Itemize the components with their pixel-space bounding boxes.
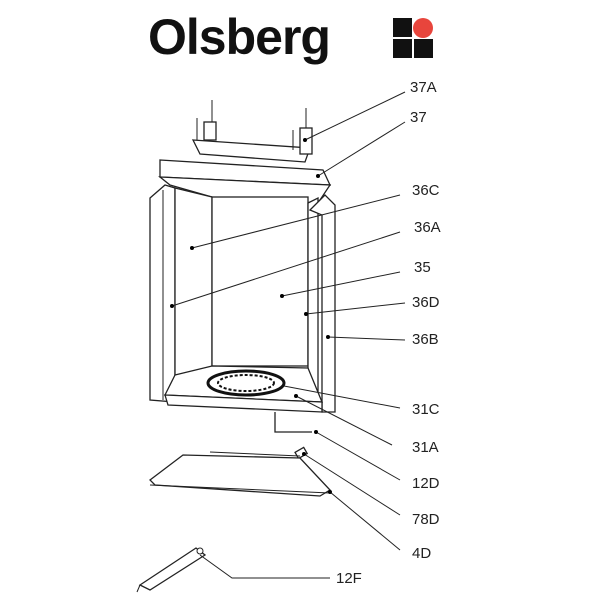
label-36b: 36B	[412, 331, 439, 348]
label-36d: 36D	[412, 294, 440, 311]
label-78d: 78D	[412, 511, 440, 528]
label-31c: 31C	[412, 401, 440, 418]
label-36a: 36A	[414, 219, 441, 236]
part-ashpan-78d	[149, 454, 332, 497]
brand-logo-icon	[393, 18, 433, 58]
label-4d: 4D	[412, 545, 431, 562]
label-12d: 12D	[412, 475, 440, 492]
part-grate	[206, 369, 286, 397]
label-35: 35	[414, 259, 431, 276]
label-37: 37	[410, 109, 427, 126]
part-riddler-rod-31a	[274, 412, 312, 433]
part-tool-12f	[136, 547, 207, 593]
part-side-36c	[174, 187, 213, 394]
label-36c: 36C	[412, 182, 440, 199]
leader-lines	[170, 91, 406, 579]
label-12f: 12F	[336, 570, 362, 587]
part-back-35	[211, 196, 309, 367]
brand-logo-text: Olsberg	[148, 9, 331, 65]
part-bracket-37a	[191, 100, 313, 163]
label-37a: 37A	[410, 79, 437, 96]
label-31a: 31A	[412, 439, 439, 456]
